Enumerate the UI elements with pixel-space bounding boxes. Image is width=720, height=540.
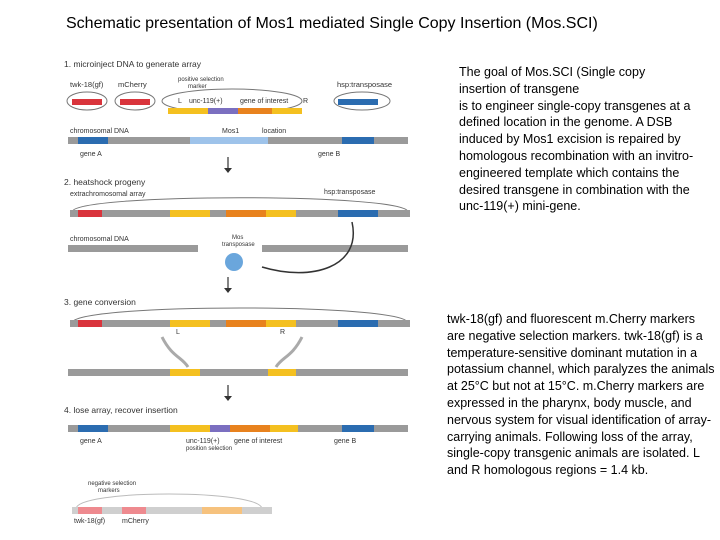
chromosome-bar-2a <box>68 245 198 252</box>
goi-label-1: gene of interest <box>240 98 288 105</box>
positive-selection-label: positive selection <box>178 77 224 83</box>
mossci-schematic: 1. microinject DNA to generate array twk… <box>64 59 410 525</box>
hsp-block-1 <box>338 99 378 105</box>
unc-label-4: unc-119(+) <box>186 438 220 445</box>
hsp-3 <box>338 320 378 327</box>
geneA-4 <box>78 425 108 432</box>
geneB-4 <box>342 425 374 432</box>
geneB-label-4: gene B <box>334 438 357 445</box>
crossover-right <box>274 336 304 368</box>
down-arrow-head-3 <box>224 396 232 401</box>
R-arm-4 <box>270 425 298 432</box>
R-arm-1 <box>272 108 302 114</box>
R-label-1: R <box>303 98 308 105</box>
twk-gene-block <box>72 99 102 105</box>
chromosome-bar-2b <box>262 245 408 252</box>
chromosomal-label-2: chromosomal DNA <box>70 236 129 243</box>
page-title: Schematic presentation of Mos1 mediated … <box>66 15 598 32</box>
step2-label: 2. heatshock progeny <box>64 177 146 187</box>
array-loop-2 <box>71 197 409 213</box>
unc-block-1 <box>208 108 238 114</box>
down-arrow-head-2 <box>224 288 232 293</box>
geneB-label-1: gene B <box>318 151 341 158</box>
pos-sel-label-4: position selection <box>186 446 232 452</box>
chromosome-L-3 <box>170 369 200 376</box>
location-label-1: location <box>262 128 286 135</box>
plasmid-loop-4 <box>333 91 391 111</box>
R-arm-3 <box>266 320 296 327</box>
plasmid-loop-1 <box>66 91 108 111</box>
geneB-block-1 <box>342 137 374 144</box>
mcherry-label-4: mCherry <box>122 518 149 525</box>
L-arm-4 <box>170 425 210 432</box>
R-arm-2 <box>266 210 296 217</box>
extrachrom-label: extrachromosomal array <box>70 191 146 198</box>
lost-mcherry <box>122 507 146 514</box>
mos1-label-1: Mos1 <box>222 128 239 135</box>
mos1-block-1 <box>190 137 268 144</box>
goi-label-4: gene of interest <box>234 438 282 445</box>
step4-label: 4. lose array, recover insertion <box>64 405 178 415</box>
geneA-block-1 <box>78 137 108 144</box>
markers-paragraph: twk-18(gf) and fluorescent m.Cherry mark… <box>447 312 715 478</box>
marker-label: marker <box>188 84 207 90</box>
chromosomal-label-1: chromosomal DNA <box>70 128 129 135</box>
geneA-label-4: gene A <box>80 438 102 445</box>
chromosome-R-3 <box>268 369 296 376</box>
geneA-label-1: gene A <box>80 151 102 158</box>
hsp-label: hsp:transposase <box>337 80 392 89</box>
twk-2 <box>78 210 102 217</box>
transposase-protein <box>225 253 243 271</box>
L-arm-2 <box>170 210 210 217</box>
description-paragraph: The goal of Mos.SCI (Single copy inserti… <box>459 65 694 214</box>
plasmid-loop-2 <box>114 91 156 111</box>
twk-label-4: twk-18(gf) <box>74 518 105 525</box>
hsp-label-2: hsp:transposase <box>324 189 375 196</box>
goi-3 <box>226 320 266 327</box>
goi-4 <box>230 425 270 432</box>
lost-goi <box>202 507 242 514</box>
goi-block-1 <box>238 108 272 114</box>
lost-array-bar <box>72 507 272 514</box>
mcherry-label: mCherry <box>118 80 147 89</box>
unc-4 <box>210 425 230 432</box>
L-label-1: L <box>178 98 182 105</box>
transposase-return-arrow <box>261 221 355 274</box>
lost-array-loop <box>75 493 263 510</box>
crossover-left <box>160 336 190 368</box>
unc-label-1: unc-119(+) <box>189 98 223 105</box>
step1-label: 1. microinject DNA to generate array <box>64 59 202 69</box>
down-arrow-head-1 <box>224 168 232 173</box>
neg-sel-label: negative selection <box>88 481 136 487</box>
goi-2 <box>226 210 266 217</box>
L-arm-3 <box>170 320 210 327</box>
step3-label: 3. gene conversion <box>64 297 136 307</box>
markers-label: markers <box>98 488 120 494</box>
R-label-3: R <box>280 329 285 336</box>
array-loop-3 <box>71 307 409 324</box>
chromosome-bar-3 <box>68 369 408 376</box>
transposase-label-2: transposase <box>222 242 255 248</box>
L-label-3: L <box>176 329 180 336</box>
mos-label-2: Mos <box>232 235 243 241</box>
hsp-2 <box>338 210 378 217</box>
mcherry-gene-block <box>120 99 150 105</box>
twk-label: twk-18(gf) <box>70 80 104 89</box>
lost-twk <box>78 507 102 514</box>
twk-3 <box>78 320 102 327</box>
L-arm-1 <box>168 108 208 114</box>
